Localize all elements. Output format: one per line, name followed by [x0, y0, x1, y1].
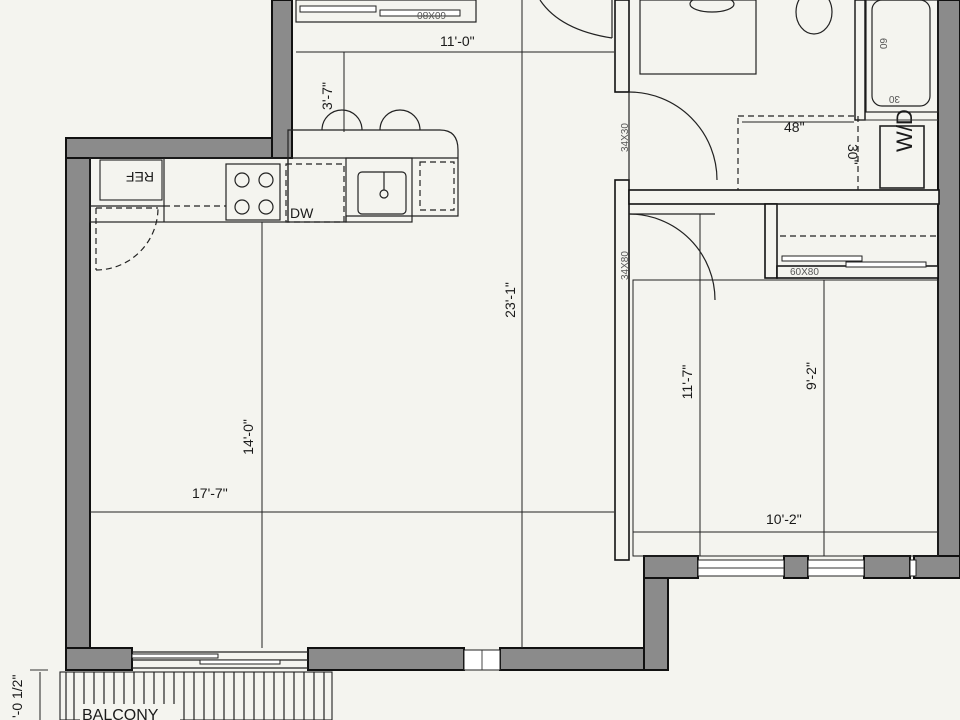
balcony-label: BALCONY — [82, 707, 159, 720]
bathroom: 60 30 34X30 48" 30" W/D — [539, 0, 939, 191]
washer-dryer — [879, 125, 925, 189]
stool-icon — [379, 109, 421, 131]
dim-living-depth: 14'-0" — [240, 419, 256, 455]
hall-closet: 60X80 — [295, 0, 477, 23]
burner-icon — [258, 172, 274, 188]
tub-length: 60 — [877, 38, 888, 50]
refrigerator — [99, 159, 163, 201]
dim-kitchen-width: 11'-0" — [440, 33, 475, 49]
burner-icon — [234, 172, 250, 188]
stool-icon — [321, 109, 363, 131]
dim-kitchen-depth: 3'-7" — [319, 82, 335, 110]
partition-tub — [854, 0, 866, 121]
wall-south-mid — [307, 647, 465, 671]
bath-door-swing-upper — [539, 0, 613, 39]
dim-overall-depth: 23'-1" — [502, 282, 518, 318]
partition-bath-upper — [614, 0, 630, 93]
dishwasher — [285, 163, 345, 223]
laundry-area — [737, 115, 859, 191]
bath-door-tag: 34X30 — [620, 123, 631, 152]
dim-bedroom-depth-2: 9'-2" — [803, 362, 819, 390]
burner-icon — [234, 199, 250, 215]
counter-west — [89, 157, 289, 223]
dw-label: DW — [290, 205, 314, 221]
burner-icon — [258, 199, 274, 215]
vanity — [639, 0, 757, 75]
wall-north-kitchen — [65, 137, 291, 159]
ref-label: REF — [126, 169, 154, 185]
laundry-depth: 30" — [845, 144, 861, 165]
wall-bedroom-south-a — [643, 555, 699, 579]
laundry-width: 48" — [784, 119, 805, 135]
partition-bedroom-west — [614, 179, 630, 561]
dim-living-width: 17'-7" — [192, 485, 228, 501]
kitchen-peninsula — [287, 129, 459, 223]
bedroom-door-swing — [628, 213, 716, 301]
wall-south-right — [499, 647, 667, 671]
balcony-door-panel-b — [199, 659, 281, 665]
wall-north-vertical — [271, 0, 293, 159]
kitchen: REF DW — [89, 109, 459, 271]
wd-label: W/D — [892, 109, 917, 152]
openings — [131, 559, 917, 671]
partition-bath-south — [628, 189, 940, 205]
bedroom: 34X80 60X80 — [620, 203, 939, 557]
wall-east-corner — [913, 555, 960, 579]
toilet-icon — [795, 0, 833, 35]
tub-width: 30 — [888, 93, 900, 104]
cabinet-end — [419, 161, 455, 211]
partition-closet — [764, 203, 778, 279]
bathtub — [865, 0, 939, 113]
balcony-dim: '-0 1/2" — [9, 675, 25, 718]
balcony-door-panel-a — [131, 653, 219, 659]
range — [225, 163, 281, 221]
sink-cabinet — [345, 157, 413, 223]
sink-basin-icon — [689, 0, 735, 13]
balcony: BALCONY '-0 1/2" — [9, 669, 333, 720]
wall-bedroom-south-b — [783, 555, 809, 579]
sink-icon — [357, 171, 407, 215]
dim-bedroom-width: 10'-2" — [766, 511, 802, 527]
wall-bedroom-south-c — [863, 555, 911, 579]
dim-bedroom-depth: 11'-7" — [679, 365, 695, 400]
dimensions: 11'-0" 3'-7" 23'-1" 14'-0" 17'-7" 11'-7"… — [90, 0, 938, 648]
bed-door-tag: 34X80 — [620, 251, 631, 280]
bed-closet-door-tag: 60X80 — [790, 267, 819, 278]
bath-door-swing — [628, 91, 718, 181]
wall-west — [65, 137, 91, 671]
ref-door-swing — [95, 207, 159, 271]
wall-east — [937, 0, 960, 579]
closet-door-tag: 60X80 — [417, 9, 446, 20]
wall-south-left — [65, 647, 133, 671]
